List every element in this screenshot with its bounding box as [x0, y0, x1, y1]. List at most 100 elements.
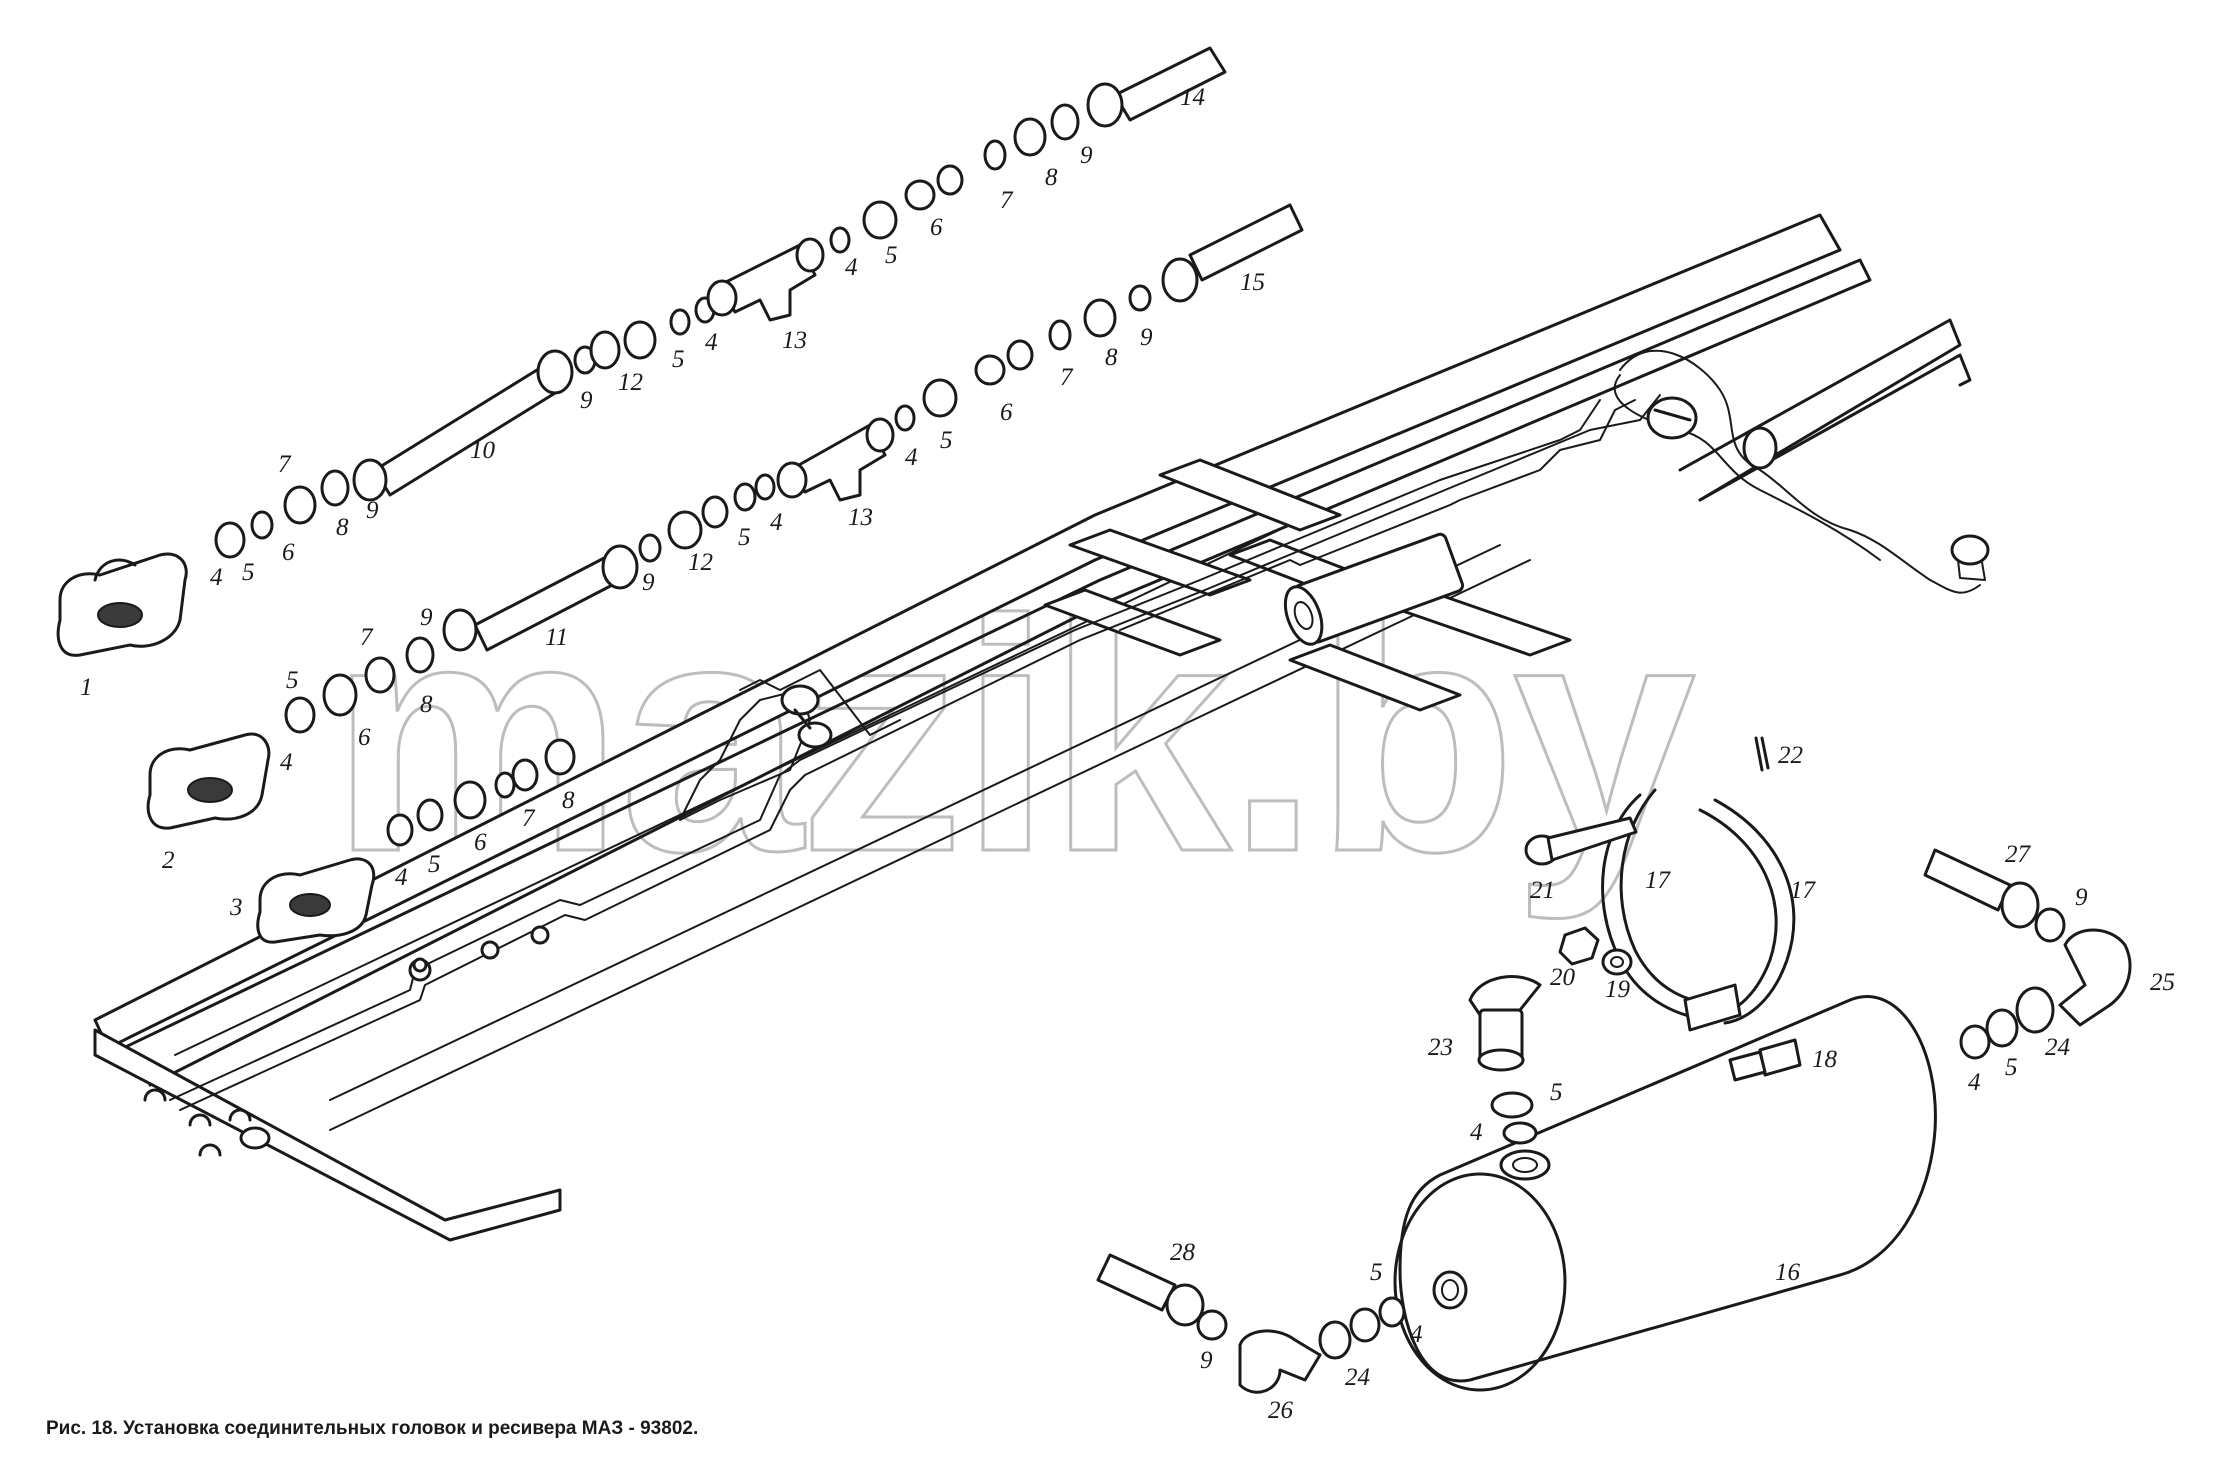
callout-15: 15 — [1240, 269, 1265, 296]
callout-5: 5 — [428, 851, 441, 878]
callout-3: 3 — [229, 894, 243, 921]
callout-19: 19 — [1605, 976, 1631, 1003]
callout-27: 27 — [2005, 841, 2032, 868]
callout-28: 28 — [1170, 1239, 1196, 1266]
callout-6: 6 — [282, 539, 295, 566]
callout-7: 7 — [360, 624, 374, 651]
wiring-harness-wavy-2 — [1613, 374, 1881, 561]
brake-line-main-2 — [179, 394, 1661, 1111]
frame-clips — [143, 925, 550, 1157]
callout-17: 17 — [1790, 877, 1817, 904]
crossmember-4 — [1288, 643, 1462, 712]
bolt-18 — [1728, 1038, 1802, 1082]
callout-9: 9 — [2075, 884, 2088, 911]
callout-4: 4 — [1470, 1119, 1483, 1146]
callout-4: 4 — [705, 329, 718, 356]
callout-21: 21 — [1530, 877, 1555, 904]
callout-5: 5 — [242, 559, 255, 586]
callout-10: 10 — [470, 437, 496, 464]
callout-5: 5 — [885, 242, 898, 269]
callout-4: 4 — [770, 509, 783, 536]
receiver-16 — [1398, 995, 1937, 1383]
callout-4: 4 — [845, 254, 858, 281]
frame-rail-lower — [93, 1028, 562, 1242]
cotter-pin-22 — [1754, 736, 1770, 772]
callout-16: 16 — [1775, 1259, 1801, 1286]
callout-labels: 1 2 3 4 5 6 7 8 9 10 9 12 5 4 13 4 5 6 7… — [80, 84, 2175, 1424]
callout-22: 22 — [1778, 742, 1803, 769]
callout-7: 7 — [278, 451, 292, 478]
callout-4: 4 — [395, 864, 408, 891]
receiver-port — [1432, 1270, 1468, 1310]
coupling-head-3 — [256, 857, 376, 944]
callout-6: 6 — [474, 829, 487, 856]
frame-rail-right-top — [1678, 318, 1962, 502]
callout-6: 6 — [358, 724, 371, 751]
lower-fittings — [386, 738, 576, 847]
coupling-head-2 — [146, 732, 271, 830]
callout-8: 8 — [336, 514, 349, 541]
control-valve — [780, 684, 833, 749]
crossmember-1 — [1158, 458, 1342, 532]
callout-25: 25 — [2150, 969, 2175, 996]
drain-valve-23 — [1468, 975, 1551, 1181]
elbow-26 — [1238, 1329, 1322, 1394]
callout-20: 20 — [1550, 964, 1576, 991]
callout-18: 18 — [1812, 1046, 1838, 1073]
pipe-14 — [1113, 46, 1227, 122]
callout-9: 9 — [1080, 142, 1093, 169]
callout-7: 7 — [1060, 364, 1074, 391]
frame-cylinder — [1283, 532, 1465, 646]
callout-4: 4 — [1410, 1321, 1423, 1348]
callout-1: 1 — [80, 674, 93, 701]
callout-9: 9 — [366, 497, 379, 524]
upper-fittings — [214, 82, 1124, 559]
callout-14: 14 — [1180, 84, 1205, 111]
callout-7: 7 — [522, 805, 536, 832]
callout-5: 5 — [1370, 1259, 1383, 1286]
callout-8: 8 — [562, 787, 575, 814]
callout-9: 9 — [1200, 1347, 1213, 1374]
callout-5: 5 — [940, 427, 953, 454]
elbow-25 — [2058, 928, 2132, 1027]
callout-13: 13 — [848, 504, 873, 531]
callout-5: 5 — [286, 667, 299, 694]
callout-12: 12 — [688, 549, 713, 576]
middle-pipe-assembly — [146, 203, 1304, 830]
wiring-harness-wavy — [1619, 349, 1981, 594]
lower-pipe-assembly — [256, 738, 576, 944]
callout-9: 9 — [642, 569, 655, 596]
brake-line-main-1 — [169, 399, 1601, 1101]
frame-rail-right-side — [1698, 353, 1972, 502]
chassis-frame — [93, 213, 1972, 1242]
callout-5: 5 — [1550, 1079, 1563, 1106]
brake-line-to-valve-2 — [739, 669, 901, 736]
callout-9: 9 — [420, 604, 433, 631]
frame-components — [143, 396, 1990, 1157]
pipe-28 — [1096, 1253, 1177, 1312]
lower-fitting-group — [1096, 1253, 1406, 1394]
callout-8: 8 — [1045, 164, 1058, 191]
callout-11: 11 — [545, 624, 568, 651]
nut-20 — [1558, 926, 1600, 966]
callout-17: 17 — [1645, 867, 1672, 894]
callout-5: 5 — [738, 524, 751, 551]
callout-4: 4 — [905, 444, 918, 471]
callout-5: 5 — [672, 346, 685, 373]
receiver-end-cap — [1393, 1172, 1567, 1392]
callout-5: 5 — [2005, 1054, 2018, 1081]
brake-line-loop — [1119, 399, 1636, 631]
brake-line-to-valve — [679, 689, 811, 821]
strap-17-b-inner — [1713, 798, 1796, 1025]
pressure-regulator — [1646, 396, 1990, 581]
callout-9: 9 — [1140, 324, 1153, 351]
washer-19 — [1601, 948, 1633, 976]
callout-8: 8 — [420, 691, 433, 718]
callout-12: 12 — [618, 369, 643, 396]
callout-24: 24 — [1345, 1364, 1370, 1391]
upper-pipe-assembly — [56, 46, 1227, 657]
coupling-head-1 — [56, 552, 188, 657]
receiver-assembly — [1096, 736, 2132, 1394]
callout-23: 23 — [1428, 1034, 1453, 1061]
